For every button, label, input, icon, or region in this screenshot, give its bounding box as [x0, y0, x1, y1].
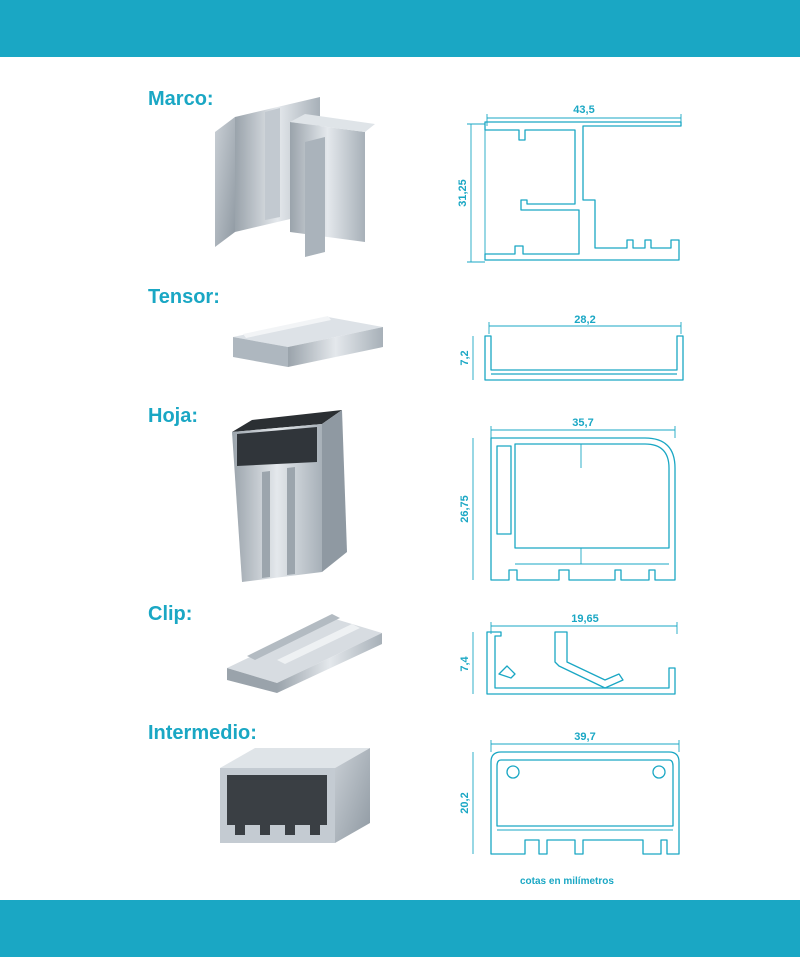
bottom-band [0, 900, 800, 957]
clip-width-dim: 19,65 [571, 613, 599, 625]
top-band [0, 0, 800, 57]
profile-label-marco: Marco: [148, 88, 214, 110]
marco-profile-photo [215, 97, 375, 257]
clip-technical-drawing: 19,65 7,4 [459, 613, 678, 695]
hoja-technical-drawing: 35,7 26,75 [459, 417, 676, 581]
tensor-height-dim: 7,2 [459, 350, 471, 365]
tensor-technical-drawing: 28,2 7,2 [459, 314, 684, 381]
intermedio-width-dim: 39,7 [574, 731, 595, 743]
clip-height-dim: 7,4 [459, 655, 471, 671]
profile-label-intermedio: Intermedio: [148, 722, 257, 744]
intermedio-profile-photo [220, 748, 370, 843]
profile-label-clip: Clip: [148, 603, 193, 625]
tensor-profile-photo [233, 316, 383, 367]
intermedio-height-dim: 20,2 [459, 792, 471, 813]
marco-height-dim: 31,25 [457, 179, 469, 207]
marco-width-dim: 43,5 [573, 104, 594, 116]
hoja-profile-photo [232, 410, 347, 582]
profile-label-hoja: Hoja: [148, 405, 198, 427]
clip-profile-photo [227, 614, 382, 693]
intermedio-technical-drawing: 39,7 20,2 [459, 731, 680, 855]
hoja-width-dim: 35,7 [572, 417, 593, 429]
marco-technical-drawing: 43,5 31,25 [457, 104, 682, 263]
tensor-width-dim: 28,2 [574, 314, 595, 326]
profile-label-tensor: Tensor: [148, 286, 220, 308]
units-note: cotas en milímetros [520, 876, 614, 887]
hoja-height-dim: 26,75 [459, 495, 471, 523]
